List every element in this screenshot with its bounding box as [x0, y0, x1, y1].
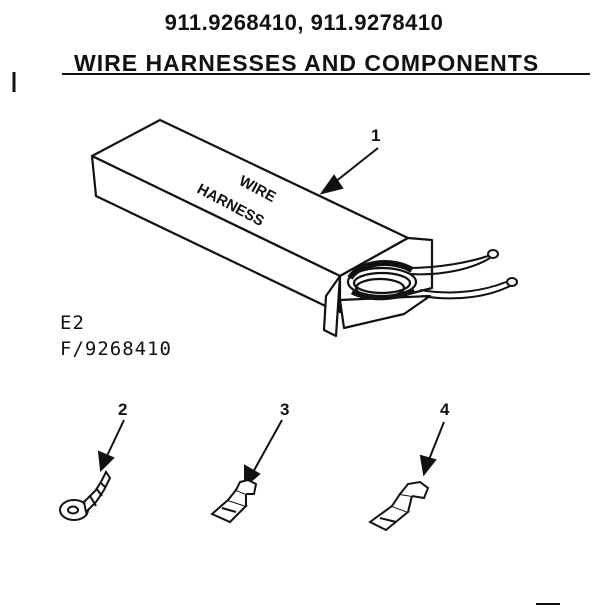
section-code: E2	[60, 312, 85, 334]
diagram-title: WIRE HARNESSES AND COMPONENTS	[74, 50, 540, 76]
callout-3: 3	[280, 400, 290, 419]
leader-arrow-1	[319, 147, 379, 195]
ring-terminal-part-2	[59, 470, 112, 521]
callout-1: 1	[371, 126, 381, 145]
quick-connect-part-4	[368, 480, 430, 532]
callout-4: 4	[440, 400, 450, 419]
spade-terminal-part-3	[210, 478, 258, 524]
leader-arrow-2	[97, 419, 125, 473]
leader-arrow-4	[419, 421, 445, 477]
leader-arrow-3	[244, 419, 283, 489]
wire-harness-box	[90, 118, 434, 338]
figure-code: F/9268410	[60, 338, 172, 360]
harness-leads	[407, 249, 518, 300]
callout-2: 2	[118, 400, 128, 419]
model-numbers: 911.9268410, 911.9278410	[164, 10, 444, 35]
